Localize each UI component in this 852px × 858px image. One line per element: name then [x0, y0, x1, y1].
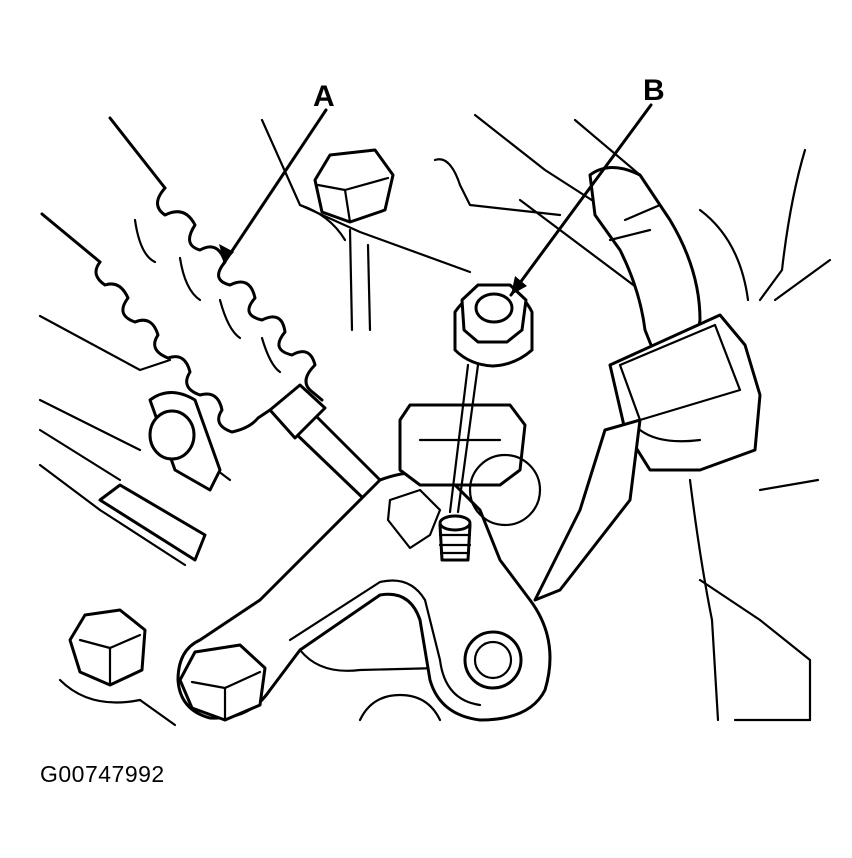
callout-b-leader	[509, 103, 653, 297]
callout-a-arrowhead	[219, 244, 234, 263]
upper-hex-bolt	[313, 148, 395, 224]
mounting-nut	[453, 283, 534, 368]
callout-a-leader	[222, 108, 328, 265]
lower-nut	[358, 693, 442, 722]
left-housing-bolt	[98, 391, 222, 567]
wiring-harness	[588, 166, 702, 357]
pivot-bolt	[398, 403, 542, 527]
electrical-connector	[533, 313, 762, 602]
shift-cable-boot	[40, 116, 324, 434]
figure-id: G00747992	[40, 761, 165, 787]
callout-a-label: A	[313, 80, 335, 113]
callout-a: A	[219, 80, 335, 265]
lower-left-bolts	[68, 608, 267, 722]
transmission-housing	[38, 113, 832, 727]
callout-b: B	[509, 74, 665, 297]
callout-b-label: B	[643, 74, 665, 107]
mounting-stud	[438, 363, 480, 562]
shift-cable-rod	[268, 383, 382, 502]
callout-b-arrowhead	[511, 276, 527, 295]
